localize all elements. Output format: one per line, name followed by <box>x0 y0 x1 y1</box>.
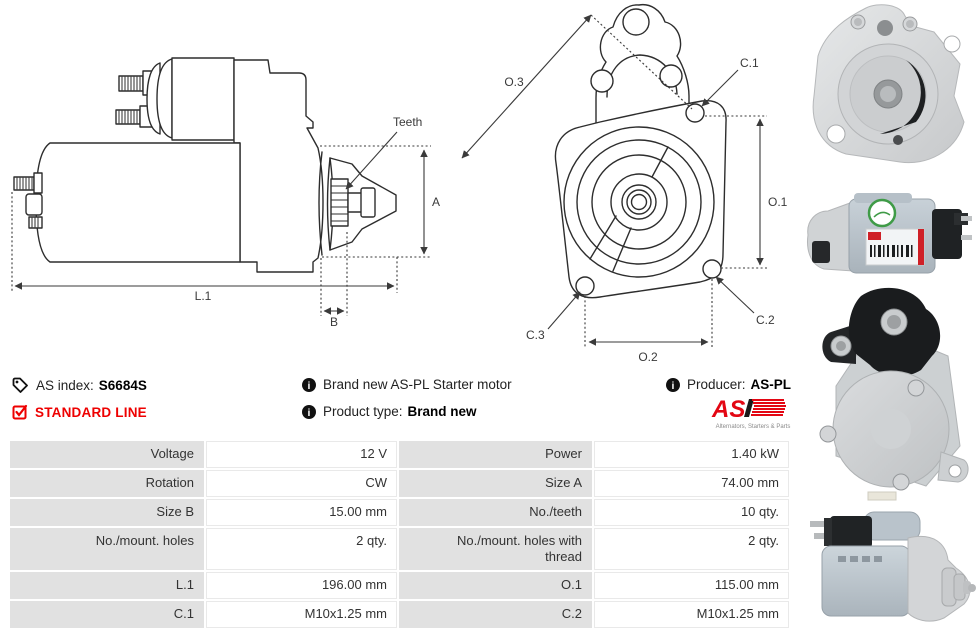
logo-tagline: Alternators, Starters & Parts <box>716 424 791 430</box>
dim-b-label: B <box>330 315 338 329</box>
producer-label: Producer: <box>687 377 746 392</box>
spec-label-cell: L.1 <box>10 572 204 599</box>
product-photo-rear-view <box>819 287 969 501</box>
dim-c1-label: C.1 <box>740 56 759 70</box>
spec-label-cell: No./teeth <box>399 499 592 526</box>
description-item: i Brand new AS-PL Starter motor <box>302 377 512 392</box>
info-icon: i <box>666 377 680 392</box>
product-type-label: Product type: <box>323 404 403 419</box>
spec-value-cell: 1.40 kW <box>594 441 789 468</box>
spec-label-cell: Power <box>399 441 592 468</box>
svg-text:i: i <box>308 380 311 392</box>
spec-value-cell: 74.00 mm <box>594 470 789 497</box>
info-icon: i <box>302 404 316 419</box>
spec-value-cell: 2 qty. <box>206 528 397 570</box>
tag-icon <box>12 377 28 393</box>
side-view-diagram: Teeth A L.1 B <box>11 57 440 329</box>
dim-c2-label: C.2 <box>756 313 775 327</box>
product-type-item: i Product type: Brand new <box>302 404 477 419</box>
spec-value-cell: M10x1.25 mm <box>206 601 397 628</box>
spec-label-cell: Size A <box>399 470 592 497</box>
dim-o2-label: O.2 <box>638 350 658 364</box>
spec-label-cell: C.2 <box>399 601 592 628</box>
spec-label-cell: Voltage <box>10 441 204 468</box>
dim-l1-label: L.1 <box>195 289 212 303</box>
spec-value-cell: 12 V <box>206 441 397 468</box>
spec-value-cell: 10 qty. <box>594 499 789 526</box>
spec-value-cell: 196.00 mm <box>206 572 397 599</box>
spec-value-cell: M10x1.25 mm <box>594 601 789 628</box>
spec-label-cell: Size B <box>10 499 204 526</box>
teeth-label: Teeth <box>393 115 422 129</box>
spec-value-cell: 15.00 mm <box>206 499 397 526</box>
product-photo-front-view <box>812 4 965 164</box>
checkbox-checked-icon <box>12 404 28 420</box>
spec-value-cell: 2 qty. <box>594 528 789 570</box>
info-icon: i <box>302 377 316 392</box>
front-view-diagram: O.3 C.1 O.1 C.2 C.3 O.2 <box>461 3 788 364</box>
spec-label-cell: Rotation <box>10 470 204 497</box>
spec-label-cell: C.1 <box>10 601 204 628</box>
as-pl-logo: AS Alternators, Starters & Parts <box>711 396 791 430</box>
description-text: Brand new AS-PL Starter motor <box>323 377 512 392</box>
product-photo-side-label-view <box>807 193 972 274</box>
product-type-value: Brand new <box>407 404 477 419</box>
logo-text: AS <box>711 396 745 423</box>
producer-value: AS-PL <box>750 377 792 392</box>
as-index-label: AS index: <box>36 378 94 393</box>
spec-value-cell: CW <box>206 470 397 497</box>
standard-line-badge: STANDARD LINE <box>12 404 147 420</box>
spec-table: Voltage 12 V Power 1.40 kW Rotation CW S… <box>10 441 789 628</box>
as-index-value: S6684S <box>98 378 147 393</box>
dim-c3-label: C.3 <box>526 328 545 342</box>
svg-text:i: i <box>308 407 311 419</box>
spec-label-cell: No./mount. holes with thread <box>399 528 592 570</box>
standard-line-label: STANDARD LINE <box>35 404 147 420</box>
dim-a-label: A <box>432 195 440 209</box>
producer-item: i Producer: AS-PL <box>666 377 791 392</box>
spec-label-cell: No./mount. holes <box>10 528 204 570</box>
spec-value-cell: 115.00 mm <box>594 572 789 599</box>
product-photo-side-pinion-view <box>810 511 976 622</box>
as-index-item: AS index: S6684S <box>12 377 147 394</box>
dim-o3-label: O.3 <box>504 75 524 89</box>
spec-label-cell: O.1 <box>399 572 592 599</box>
dim-o1-label: O.1 <box>768 195 788 209</box>
svg-text:i: i <box>672 380 675 392</box>
